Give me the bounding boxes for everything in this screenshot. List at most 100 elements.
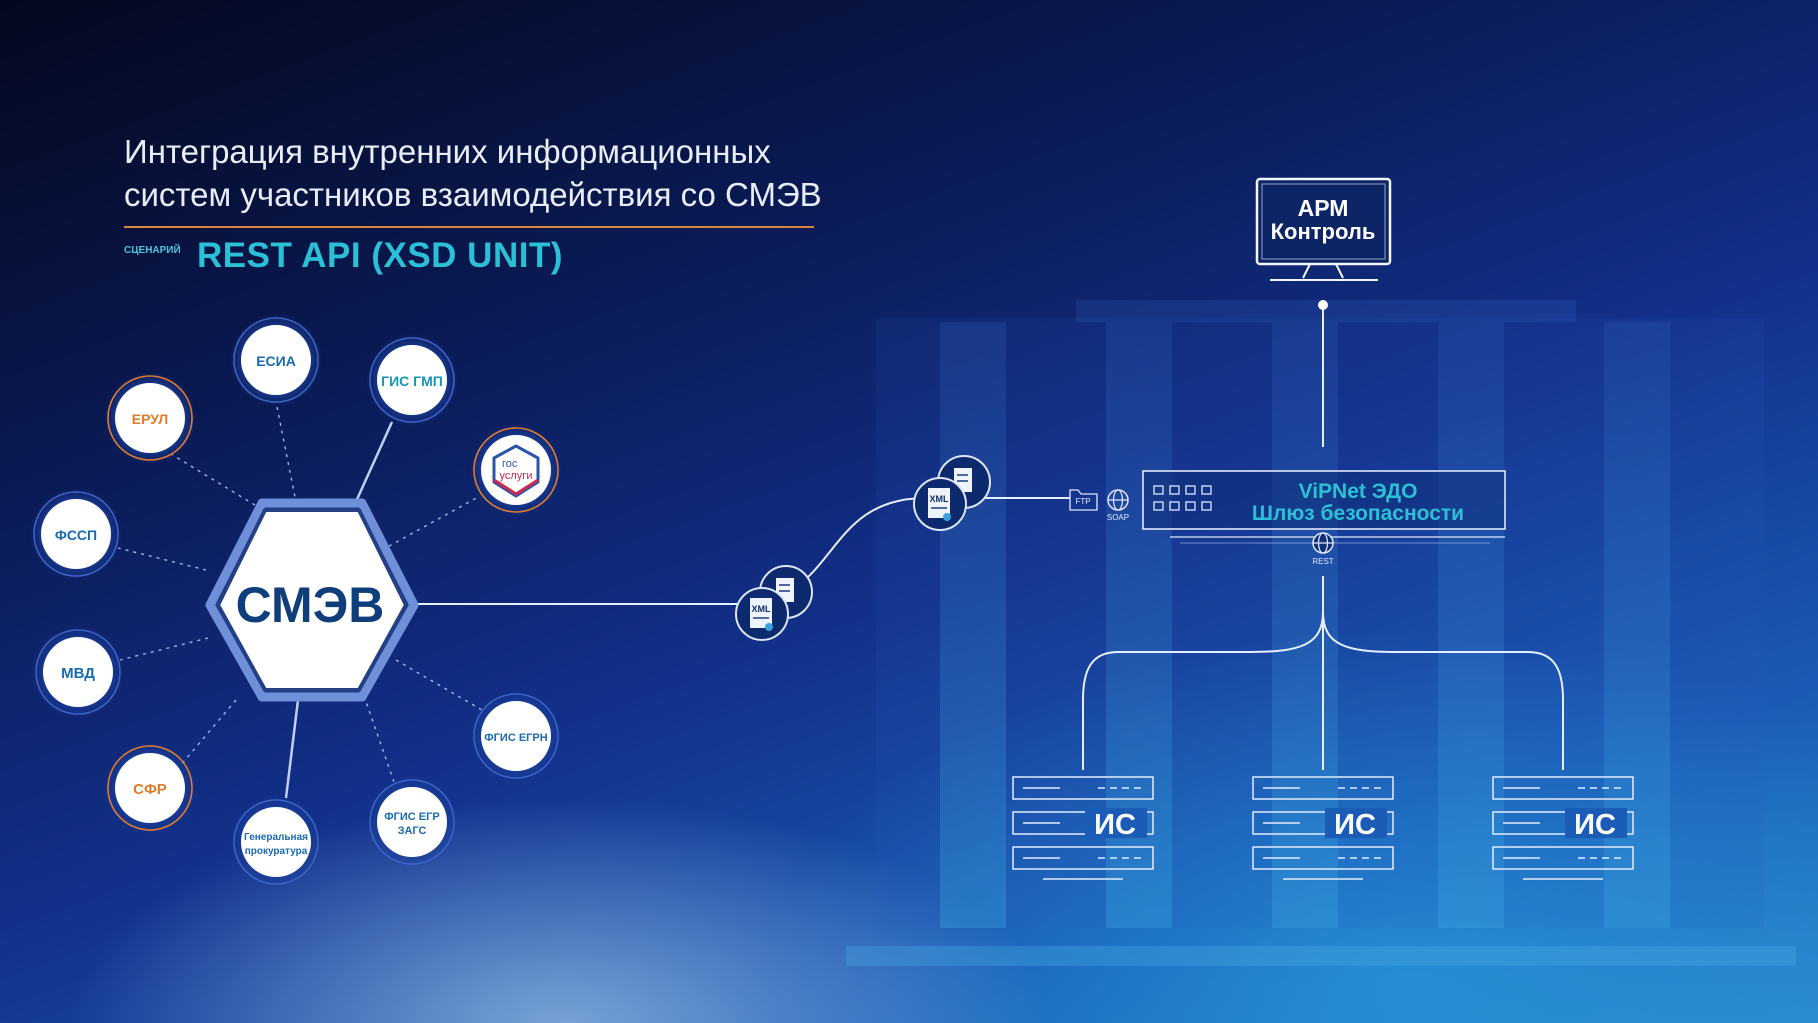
is-label: ИС: [1094, 809, 1136, 841]
node-ring: [33, 491, 119, 577]
link-esia: [275, 401, 299, 513]
node-label-line-2: прокуратура: [245, 846, 308, 857]
smev-hex: [216, 508, 408, 692]
link-fssp: [117, 547, 207, 571]
rest-label: REST: [1312, 557, 1333, 566]
building-cornice: [1076, 300, 1576, 322]
is-label: ИС: [1574, 809, 1616, 841]
gateway-subtitle: Шлюз безопасности: [1252, 502, 1464, 525]
participant-fgis-egrn[interactable]: ФГИС ЕГРН: [470, 690, 562, 782]
smev-label: СМЭВ: [236, 577, 385, 633]
solid-links: [284, 421, 394, 799]
node-ring: [473, 693, 559, 779]
node-ring: [233, 799, 319, 885]
building-base: [846, 946, 1796, 966]
node-face: [241, 807, 311, 877]
soap-badge: SOAP: [1107, 489, 1129, 522]
participant-prokuratura[interactable]: Генеральная прокуратура: [230, 796, 322, 888]
node-label-line-2: ЗАГС: [398, 825, 427, 837]
node-label-line-1: ФГИС ЕГР: [384, 811, 439, 823]
link-gosuslugi: [381, 495, 481, 551]
monitor-screen-inner: [1261, 183, 1386, 260]
building-column: [940, 322, 1006, 928]
node-label-line-1: Генеральная: [244, 832, 308, 843]
monitor-screen-icon: [1255, 177, 1392, 266]
node-label: МВД: [61, 665, 95, 682]
node-ring: [35, 629, 121, 715]
node-label: ГИС ГМП: [381, 373, 443, 389]
scenario-tag: СЦЕНАРИЙ: [124, 245, 181, 256]
seal-icon: [765, 623, 773, 631]
gateway-title: ViPNet ЭДО: [1299, 480, 1418, 503]
seal-icon: [943, 513, 951, 521]
ftp-folder-icon: [1069, 489, 1098, 511]
building-column: [1438, 322, 1504, 928]
arm-subtitle: Контроль: [1271, 219, 1376, 244]
node-face: [377, 787, 447, 857]
node-label: ЕСИА: [256, 353, 296, 369]
participant-sfr[interactable]: СФР: [104, 742, 196, 834]
participant-esia[interactable]: ЕСИА: [230, 314, 322, 406]
server-rack-icon: [1492, 776, 1634, 880]
participant-gosuslugi[interactable]: гос услуги: [470, 424, 562, 516]
server-rack-icon: [1012, 776, 1154, 880]
smev-hub[interactable]: СМЭВ: [205, 498, 419, 702]
information-system-2[interactable]: ИС: [1252, 776, 1394, 880]
link-prokuratura: [284, 699, 300, 799]
gateway-ports-icon: [1153, 485, 1212, 511]
node-label: ЕРУЛ: [132, 411, 169, 427]
node-face: [241, 325, 311, 395]
link-egrn: [395, 659, 483, 711]
node-face: [481, 701, 551, 771]
branch-left-line: [1082, 611, 1324, 770]
information-system-3[interactable]: ИС: [1492, 776, 1634, 880]
node-ring: [233, 317, 319, 403]
information-system-1[interactable]: ИС: [1012, 776, 1154, 880]
xml-doc-icon: [928, 488, 950, 518]
node-face: [115, 383, 185, 453]
arm-monitor[interactable]: АРМ Контроль: [1255, 177, 1392, 281]
gosuslugi-logo-accent-icon: [493, 478, 539, 496]
arm-link-dot: [1318, 300, 1328, 310]
xml-label: XML: [752, 604, 772, 614]
server-rack-icon: [1252, 776, 1394, 880]
vipnet-gateway[interactable]: ViPNet ЭДО Шлюз безопасности: [1142, 470, 1506, 544]
node-ring: [369, 337, 455, 423]
connection-lines: [416, 305, 1564, 770]
node-ring: [107, 375, 193, 461]
participant-fgis-zags[interactable]: ФГИС ЕГР ЗАГС: [366, 776, 458, 868]
gosuslugi-label-2: услуги: [500, 470, 533, 482]
node-label: ФССП: [55, 527, 97, 543]
soap-label: SOAP: [1107, 513, 1129, 522]
node-face: [43, 637, 113, 707]
participant-gis-gmp[interactable]: ГИС ГМП: [366, 334, 458, 426]
participant-erul[interactable]: ЕРУЛ: [104, 372, 196, 464]
gateway-box: [1142, 470, 1506, 530]
arm-title: АРМ: [1298, 195, 1349, 221]
documents-group-upper: XML: [913, 455, 991, 531]
documents-group-lower: XML: [735, 565, 813, 641]
node-ring: [473, 427, 559, 513]
xml-label: XML: [930, 494, 950, 504]
rest-badge: REST: [1312, 532, 1334, 566]
xml-doc-icon: [750, 598, 772, 628]
title-line-2: систем участников взаимодействия со СМЭВ: [124, 176, 822, 213]
scenario-name: REST API (XSD UNIT): [197, 236, 563, 275]
node-face: [481, 435, 551, 505]
is-label-bg: [1325, 808, 1387, 838]
gosuslugi-logo-icon: [492, 444, 540, 498]
page-title: Интеграция внутренних информационных сис…: [124, 130, 844, 216]
node-ring: [107, 745, 193, 831]
is-label-bg: [1565, 808, 1627, 838]
title-line-1: Интеграция внутренних информационных: [124, 133, 771, 170]
building-backdrop: [846, 300, 1796, 966]
node-face: [115, 753, 185, 823]
participant-mvd[interactable]: МВД: [32, 626, 124, 718]
monitor-stand-icon: [1302, 263, 1344, 279]
link-sfr: [179, 699, 237, 767]
link-gis-gmp: [352, 421, 394, 507]
participant-fssp[interactable]: ФССП: [30, 488, 122, 580]
node-face: [41, 499, 111, 569]
